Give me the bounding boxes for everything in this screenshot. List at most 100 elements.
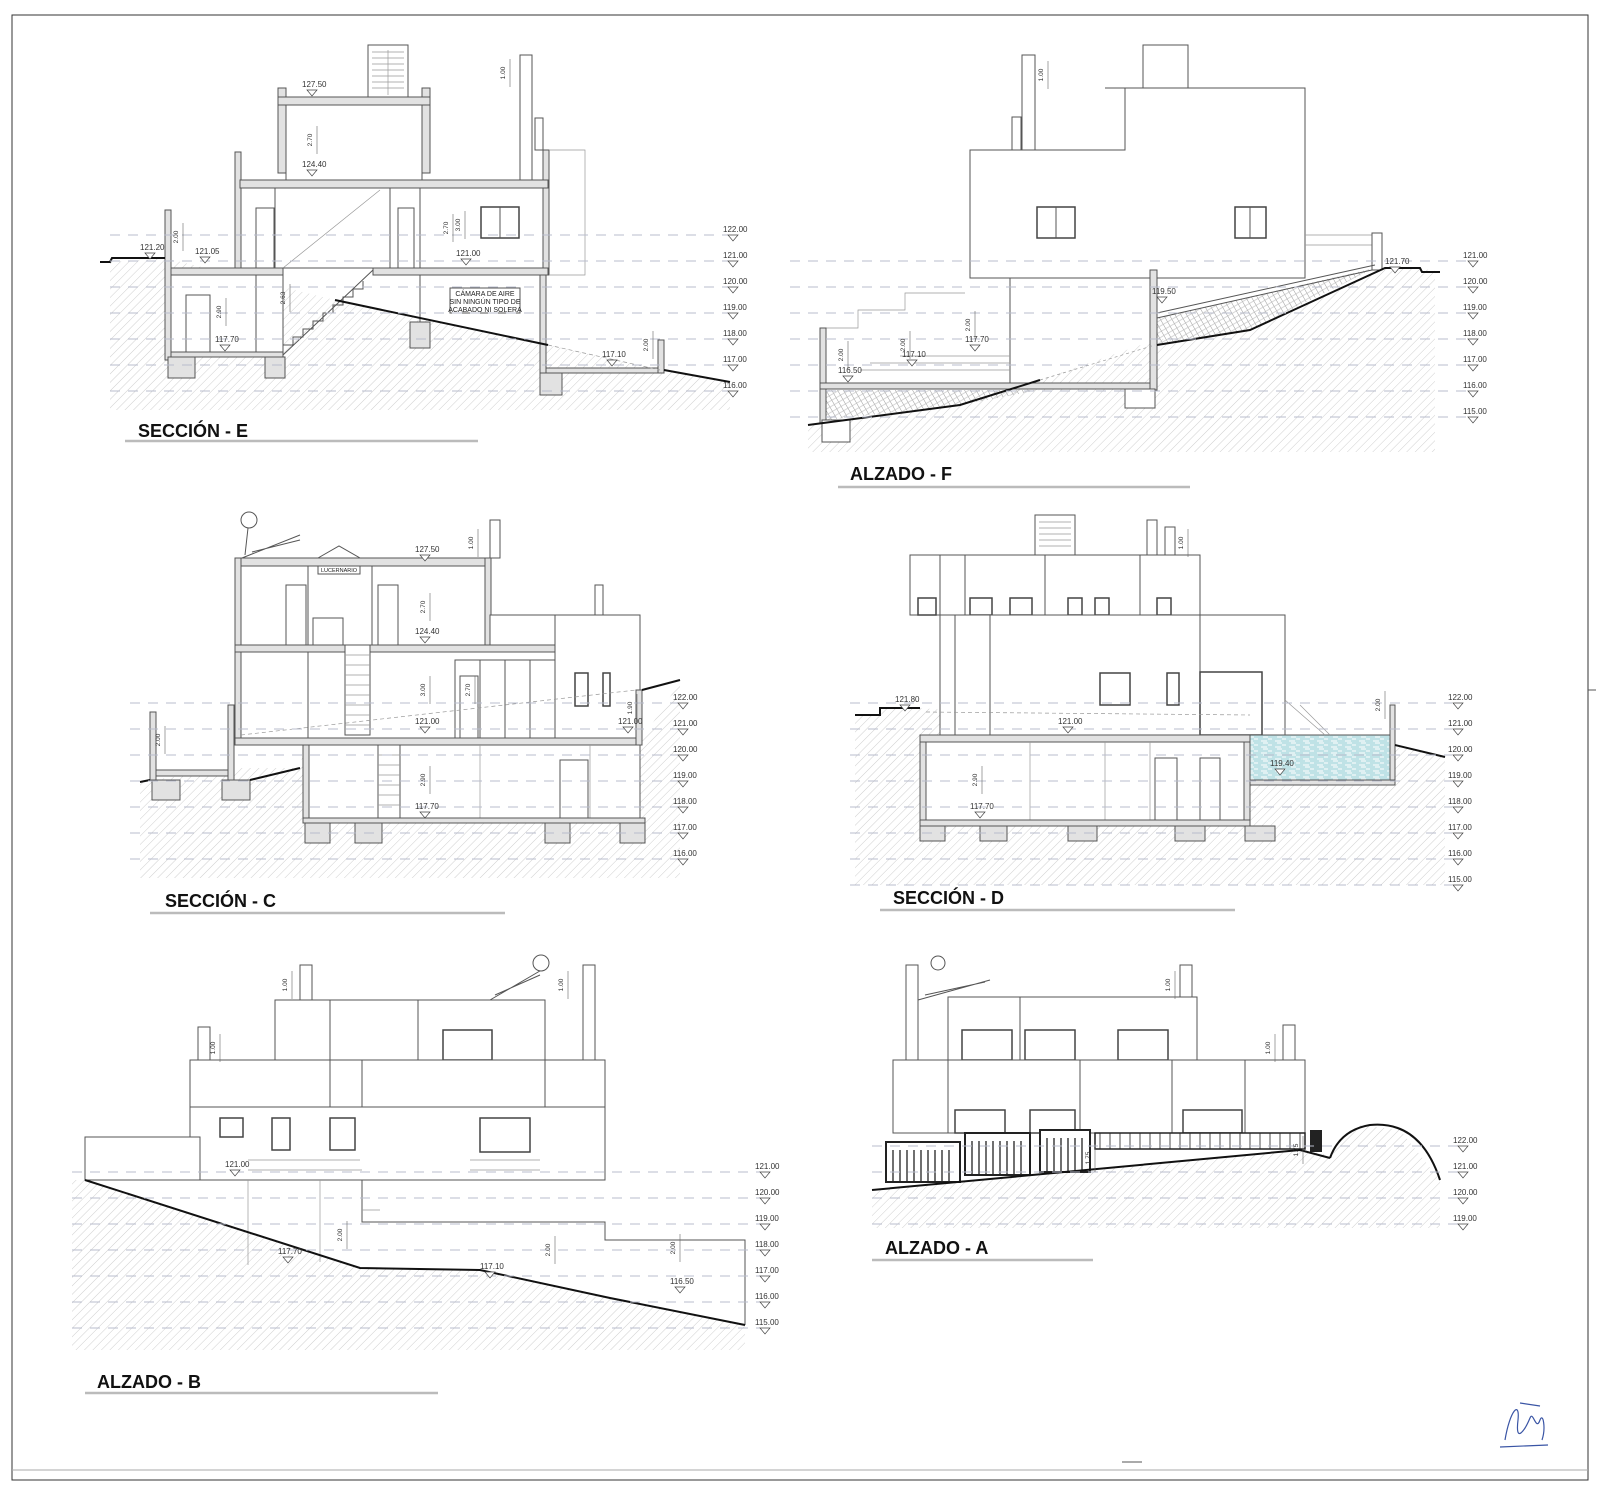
scale-level-marker: 117.00 (673, 823, 697, 840)
level-triangle-icon (677, 858, 689, 866)
scale-level-marker-value: 119.00 (1448, 771, 1472, 780)
level-triangle-icon (419, 811, 431, 819)
level-triangle-icon (1457, 1223, 1469, 1231)
dimension-label: 2.00 (643, 338, 650, 351)
level-marker: 127.50 (302, 80, 327, 97)
level-triangle-icon (1452, 702, 1464, 710)
dimension-label: 1.00 (500, 66, 507, 79)
level-marker: 121.70 (1385, 257, 1410, 274)
scale-level-marker: 119.00 (1448, 771, 1472, 788)
dimension-label: 1.00 (558, 978, 565, 991)
level-triangle-icon (1467, 390, 1479, 398)
dimension-label: 1.75 (1085, 1151, 1092, 1164)
sheet-border (11, 14, 1589, 1481)
scale-level-marker-value: 120.00 (1453, 1188, 1478, 1197)
scale-level-marker-value: 117.00 (673, 823, 697, 832)
level-marker: 127.50 (415, 545, 440, 562)
level-triangle-icon (727, 338, 739, 346)
level-triangle-icon (677, 702, 689, 710)
scale-level-marker: 121.00 (673, 719, 698, 736)
scale-level-marker-value: 119.00 (723, 303, 747, 312)
level-triangle-icon (282, 1256, 294, 1264)
level-triangle-icon (1062, 726, 1074, 734)
level-triangle-icon (677, 780, 689, 788)
level-marker: 121.20 (140, 243, 165, 260)
level-marker-value: 127.50 (302, 80, 327, 89)
level-triangle-icon (1452, 806, 1464, 814)
dimension-label: 2.00 (545, 1243, 552, 1256)
dimension-label: 2.00 (670, 1241, 677, 1254)
scale-level-marker-value: 122.00 (723, 225, 748, 234)
scale-level-marker: 119.00 (1453, 1214, 1477, 1231)
level-marker-value: 117.70 (970, 802, 994, 811)
level-triangle-icon (1452, 858, 1464, 866)
scale-level-marker-value: 116.00 (1448, 849, 1472, 858)
scale-level-marker-value: 121.00 (1453, 1162, 1478, 1171)
level-triangle-icon (906, 359, 918, 367)
alzado-f-annotations: 121.00120.00119.00118.00117.00116.00115.… (790, 61, 1488, 489)
level-triangle-icon (727, 364, 739, 372)
scale-level-marker-value: 115.00 (1448, 875, 1472, 884)
level-triangle-icon (677, 806, 689, 814)
scale-level-marker: 117.00 (1463, 355, 1487, 372)
solar-heater-icon (240, 511, 258, 529)
level-triangle-icon (677, 754, 689, 762)
scale-level-marker-value: 115.00 (755, 1318, 779, 1327)
level-marker-value: 121.00 (618, 717, 643, 726)
level-triangle-icon (674, 1286, 686, 1294)
scale-level-marker: 118.00 (755, 1240, 779, 1257)
alzado-b-drawing (72, 954, 746, 1350)
level-marker: 117.10 (602, 350, 626, 367)
seccion-c-annotations: 122.00121.00120.00119.00118.00117.00116.… (130, 529, 698, 915)
scale-level-marker: 120.00 (723, 277, 748, 294)
level-triangle-icon (759, 1249, 771, 1257)
scale-level-marker-value: 120.00 (755, 1188, 780, 1197)
seccion-d-annotations: 122.00121.00120.00119.00118.00117.00116.… (850, 529, 1473, 912)
alzado-a-drawing (871, 955, 1441, 1228)
scale-level-marker: 121.00 (755, 1162, 780, 1179)
annotations-layer: 122.00 121.00 120.00 119.00 118.00 117.00 116.… (72, 59, 1488, 1395)
air-chamber-note: SIN NINGÚN TIPO DE (449, 297, 520, 306)
seccion-c-drawing (139, 511, 681, 878)
level-marker: 121.00 (618, 717, 643, 734)
dimension-label: 1.00 (1178, 536, 1185, 549)
level-marker: 121.05 (195, 247, 220, 264)
scale-level-marker-value: 121.00 (755, 1162, 780, 1171)
dimension-label: 2.90 (420, 773, 427, 786)
level-triangle-icon (1467, 260, 1479, 268)
level-marker: 116.50 (670, 1277, 694, 1294)
level-triangle-icon (1452, 780, 1464, 788)
alzado-b-annotations: 121.00120.00119.00118.00117.00116.00115.… (72, 971, 780, 1395)
scale-level-marker-value: 116.00 (673, 849, 697, 858)
level-triangle-icon (622, 726, 634, 734)
scale-level-marker-value: 118.00 (755, 1240, 779, 1249)
drawing-title: ALZADO - B (97, 1372, 201, 1392)
scale-level-marker: 117.00 (755, 1266, 779, 1283)
scale-level-marker: 119.00 (1463, 303, 1487, 320)
scale-level-marker: 118.00 (673, 797, 697, 814)
level-marker: 117.70 (965, 335, 989, 352)
scale-level-marker-value: 120.00 (1463, 277, 1488, 286)
level-marker: 117.70 (415, 802, 439, 819)
scale-level-marker-value: 119.00 (1463, 303, 1487, 312)
level-triangle-icon (1156, 296, 1168, 304)
level-triangle-icon (1457, 1171, 1469, 1179)
level-triangle-icon (1274, 768, 1286, 776)
level-triangle-icon (1467, 312, 1479, 320)
scale-level-marker: 122.00 (1448, 693, 1473, 710)
scale-level-marker: 122.00 (723, 225, 748, 242)
dimension-label: 1.00 (1265, 1041, 1272, 1054)
level-triangle-icon (1457, 1197, 1469, 1205)
scale-level-marker-value: 117.00 (1463, 355, 1487, 364)
seccion-d-drawing (855, 514, 1446, 885)
level-marker: 117.10 (902, 350, 926, 367)
drawing-title: SECCIÓN - D (893, 887, 1004, 908)
scale-level-marker: 120.00 (1453, 1188, 1478, 1205)
dimension-label: 1.00 (468, 536, 475, 549)
level-triangle-icon (759, 1327, 771, 1335)
level-marker-value: 116.50 (670, 1277, 694, 1286)
level-triangle-icon (419, 554, 431, 562)
level-marker-value: 121.20 (140, 243, 165, 252)
scale-level-marker-value: 121.00 (1448, 719, 1473, 728)
scale-level-marker-value: 122.00 (673, 693, 698, 702)
